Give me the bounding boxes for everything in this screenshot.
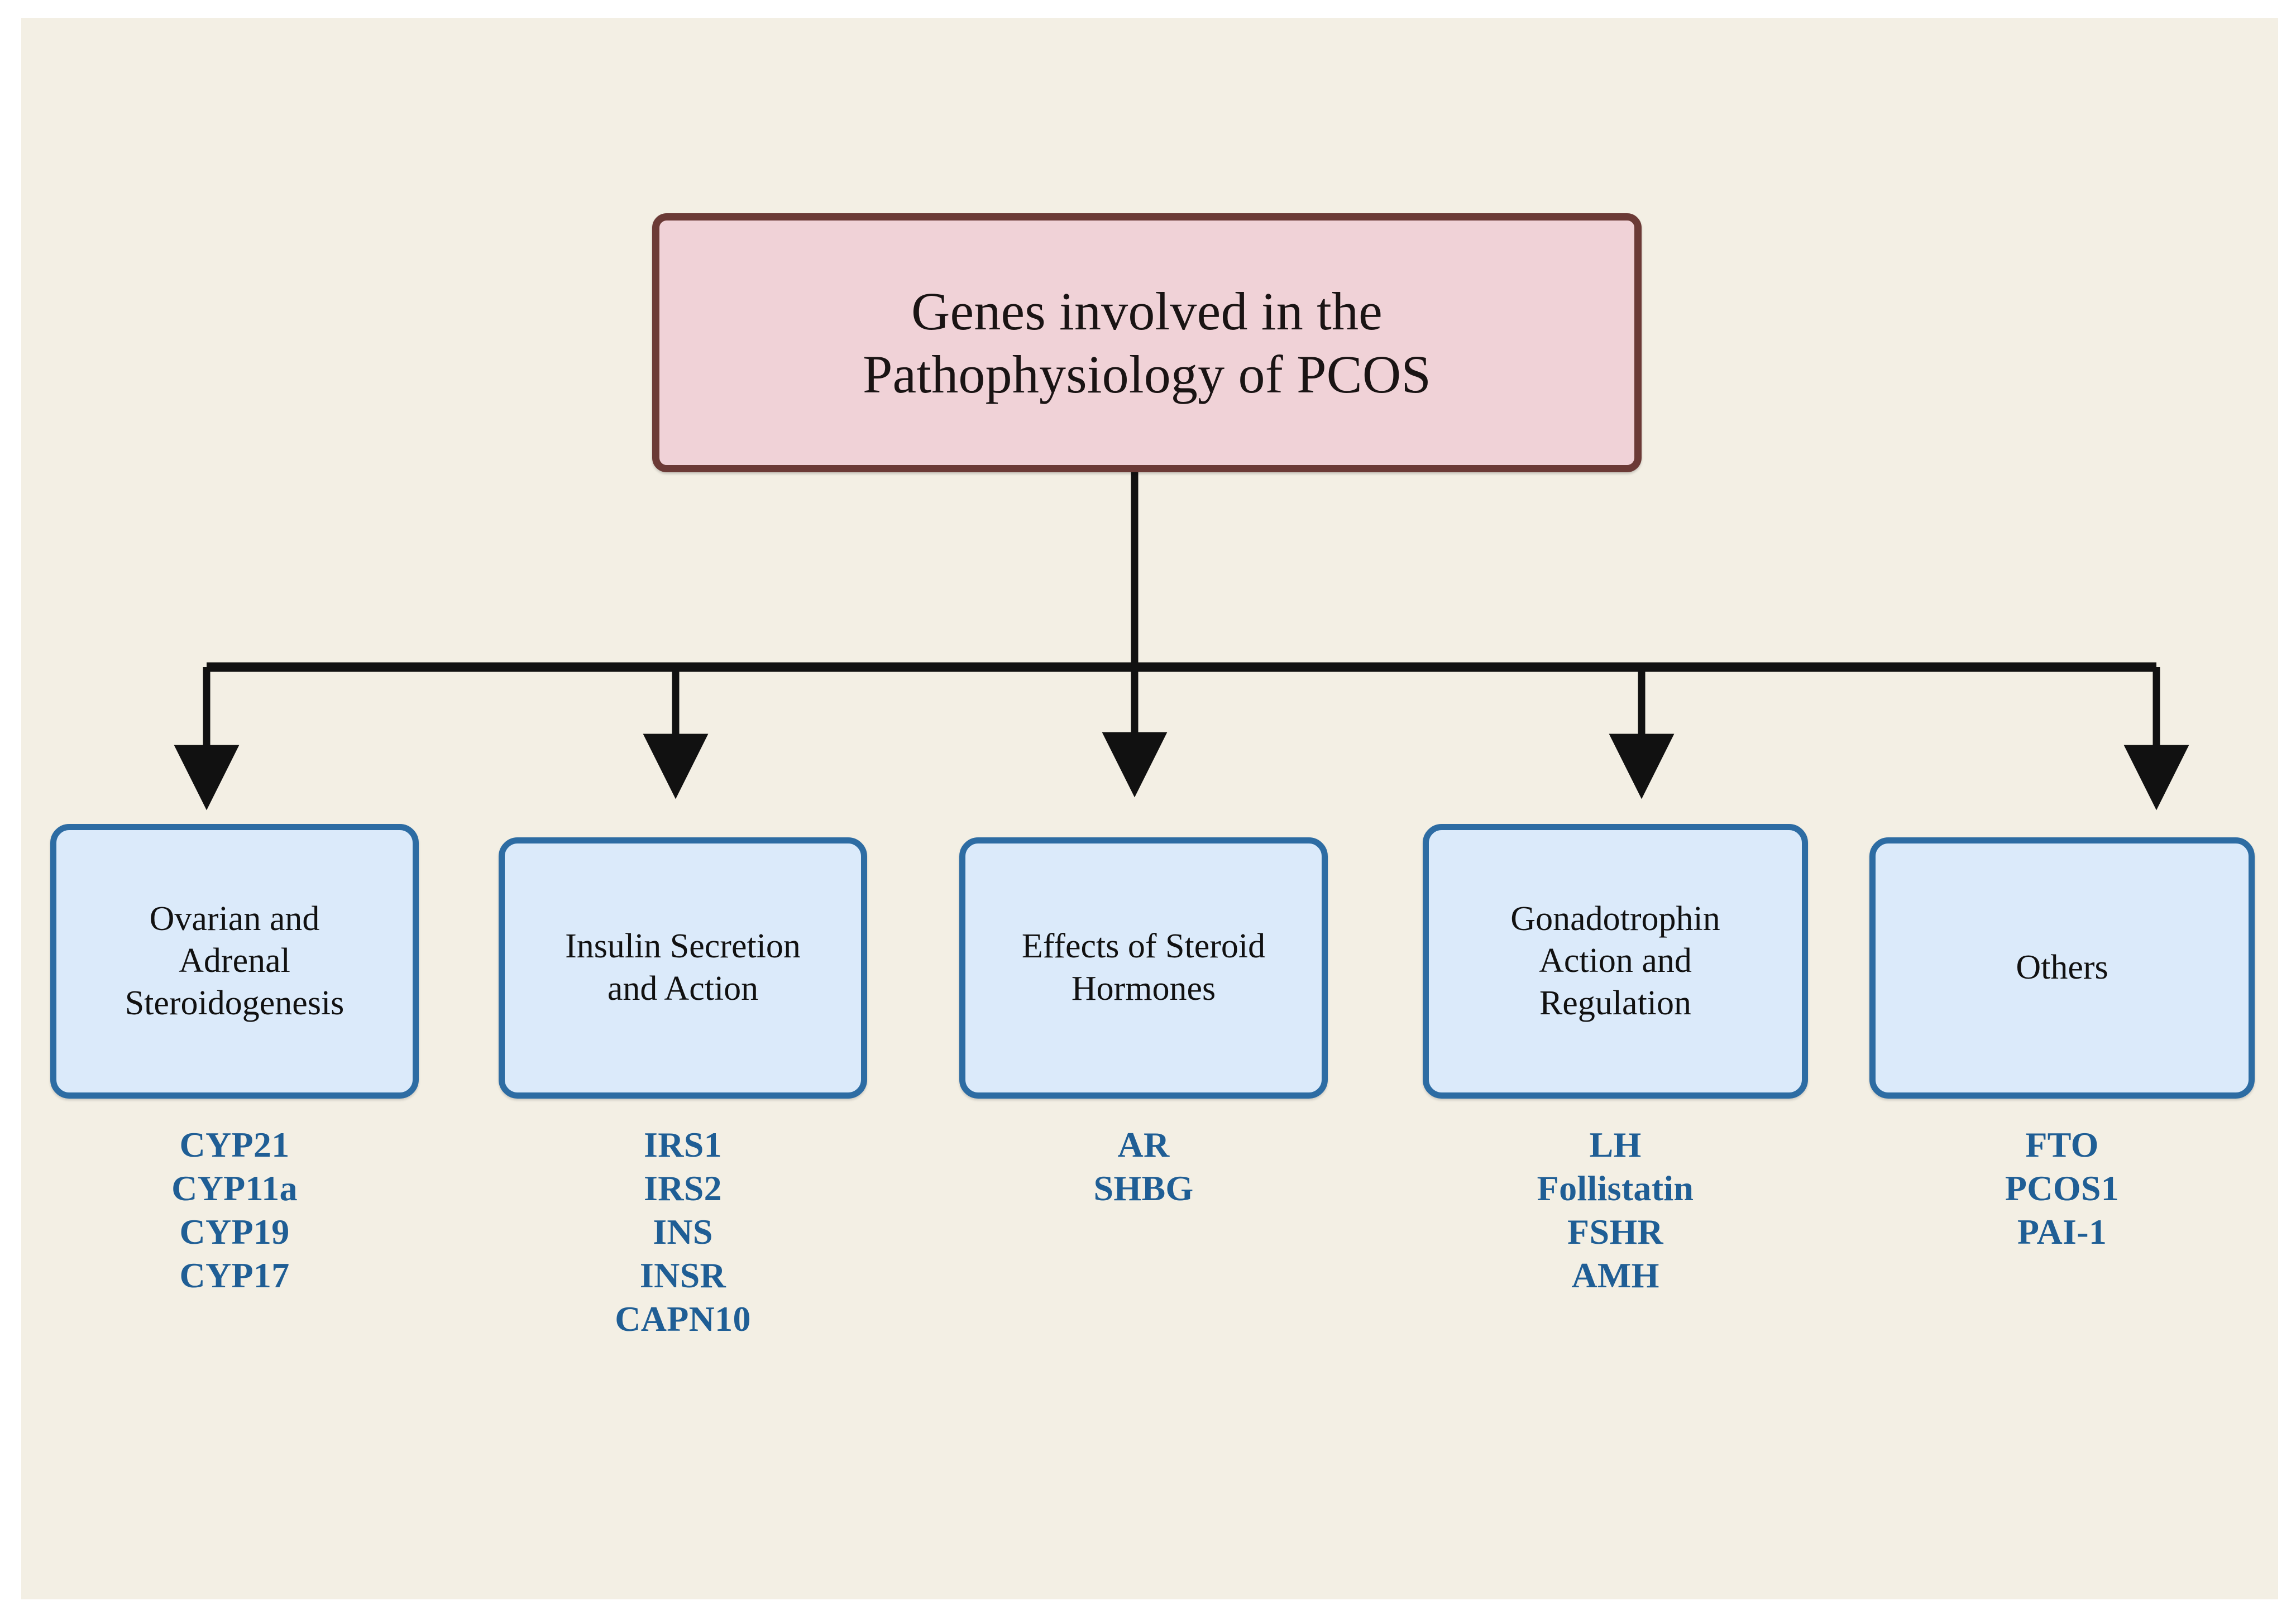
gene-item: PAI-1 — [2017, 1212, 2107, 1252]
root-node-label: Genes involved in the Pathophysiology of… — [840, 280, 1453, 406]
category-label-line: Ovarian and — [149, 899, 320, 938]
gene-item: CYP17 — [179, 1255, 290, 1296]
category-label: Ovarian and Adrenal Steroidogenesis — [115, 898, 355, 1025]
gene-item: CAPN10 — [615, 1299, 751, 1339]
category-node-gonadotrophin-action-and-regulation[interactable]: Gonadotrophin Action and Regulation — [1423, 824, 1808, 1099]
category-label-line: and Action — [607, 970, 759, 1008]
root-node-title[interactable]: Genes involved in the Pathophysiology of… — [652, 213, 1642, 472]
gene-item: INS — [653, 1212, 713, 1252]
gene-list-effects-of-steroid-hormones: AR SHBG — [959, 1123, 1328, 1210]
category-node-ovarian-adrenal-steroidogenesis[interactable]: Ovarian and Adrenal Steroidogenesis — [50, 824, 419, 1099]
gene-item: LH — [1589, 1125, 1642, 1164]
gene-item: FSHR — [1567, 1212, 1663, 1252]
gene-list-gonadotrophin-action-and-regulation: LH Follistatin FSHR AMH — [1423, 1123, 1808, 1297]
gene-item: AR — [1117, 1125, 1170, 1164]
category-label-line: Effects of Steroid — [1021, 927, 1266, 966]
gene-list-ovarian-adrenal-steroidogenesis: CYP21 CYP11a CYP19 CYP17 — [50, 1123, 419, 1297]
category-label-line: Others — [2016, 948, 2108, 987]
connector-layer — [174, 472, 2189, 811]
gene-item: AMH — [1571, 1255, 1659, 1296]
gene-list-others: FTO PCOS1 PAI-1 — [1869, 1123, 2255, 1254]
category-label-line: Insulin Secretion — [565, 927, 801, 966]
category-node-insulin-secretion-and-action[interactable]: Insulin Secretion and Action — [499, 837, 867, 1099]
category-label: Effects of Steroid Hormones — [1012, 926, 1275, 1010]
category-label-line: Action and — [1539, 942, 1692, 980]
category-node-others[interactable]: Others — [1869, 837, 2255, 1099]
gene-item: Follistatin — [1537, 1168, 1694, 1209]
category-label-line: Gonadotrophin — [1510, 899, 1720, 938]
category-label-line: Adrenal — [179, 942, 290, 980]
gene-item: IRS1 — [644, 1125, 722, 1164]
gene-item: INSR — [639, 1255, 726, 1296]
gene-item: CYP11a — [171, 1168, 298, 1209]
title-line-2: Pathophysiology of PCOS — [862, 344, 1432, 404]
category-label: Insulin Secretion and Action — [555, 926, 811, 1010]
gene-item: PCOS1 — [2005, 1168, 2120, 1209]
diagram-canvas: Genes involved in the Pathophysiology of… — [21, 18, 2278, 1599]
category-label-line: Steroidogenesis — [125, 984, 345, 1022]
category-label-line: Hormones — [1071, 970, 1216, 1008]
category-label: Gonadotrophin Action and Regulation — [1500, 898, 1730, 1025]
gene-list-insulin-secretion-and-action: IRS1 IRS2 INS INSR CAPN10 — [499, 1123, 867, 1341]
category-label-line: Regulation — [1539, 984, 1692, 1022]
gene-item: SHBG — [1093, 1168, 1194, 1209]
gene-item: IRS2 — [644, 1168, 722, 1209]
title-line-1: Genes involved in the — [911, 281, 1383, 341]
category-label: Others — [2006, 947, 2118, 989]
gene-item: CYP21 — [179, 1125, 290, 1164]
category-node-effects-of-steroid-hormones[interactable]: Effects of Steroid Hormones — [959, 837, 1328, 1099]
gene-item: FTO — [2025, 1125, 2099, 1164]
gene-item: CYP19 — [179, 1212, 290, 1252]
